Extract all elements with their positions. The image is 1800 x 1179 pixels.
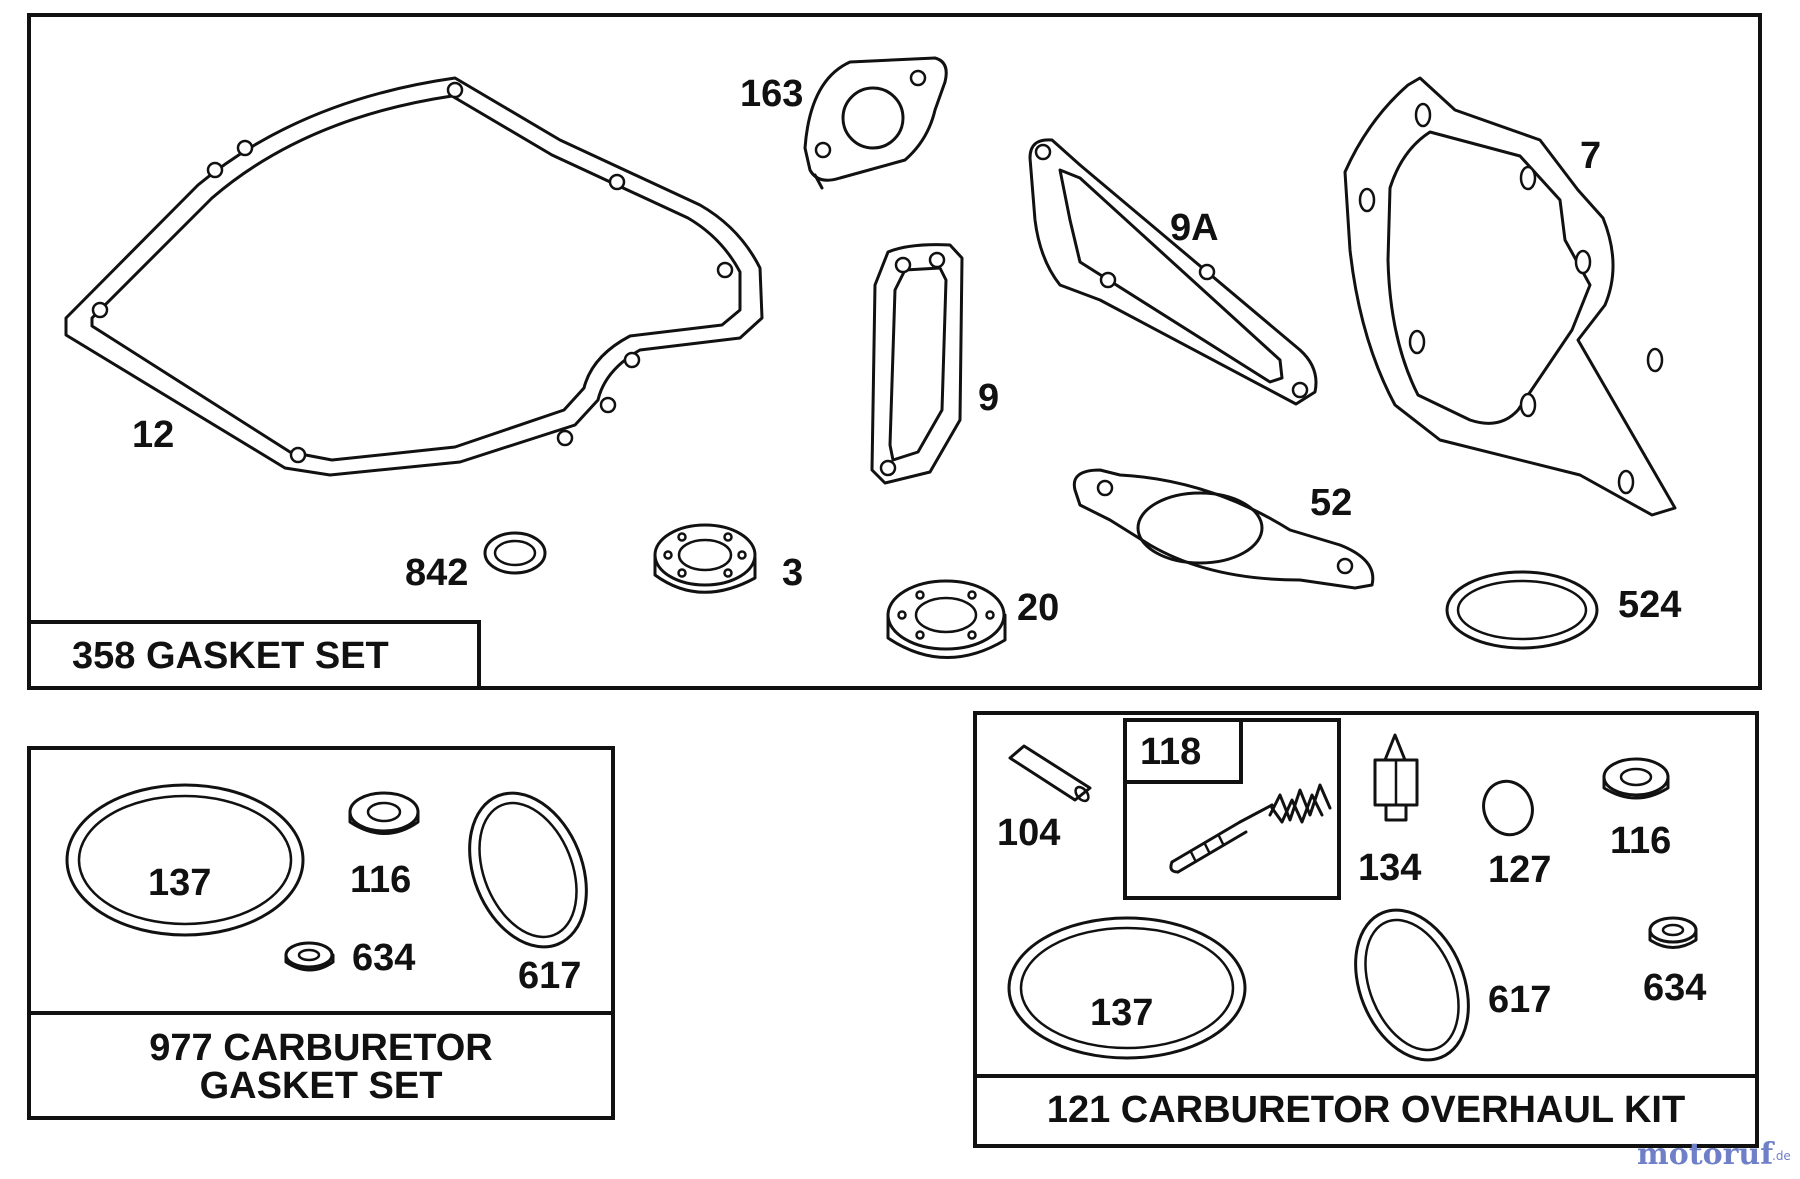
callout-634-b: 634 xyxy=(1643,967,1706,1009)
overhaul-kit-frame xyxy=(973,711,1759,1148)
overhaul-kit-panel: 121 CARBURETOR OVERHAUL KIT 118 104 134 xyxy=(973,711,1759,1148)
gasket-set-title-box xyxy=(27,620,481,690)
needle-seat-118-label-box xyxy=(1123,718,1243,784)
callout-134: 134 xyxy=(1358,847,1421,889)
watermark-logo: motoruf xyxy=(1637,1137,1775,1172)
callout-163: 163 xyxy=(740,73,803,115)
gasket-set-title: 358 GASKET SET xyxy=(72,635,389,677)
callout-137-b: 137 xyxy=(1090,992,1153,1034)
callout-20: 20 xyxy=(1017,587,1059,629)
overhaul-kit-title: 121 CARBURETOR OVERHAUL KIT xyxy=(1047,1089,1685,1131)
gasket-52-part xyxy=(1072,468,1375,590)
gasket-set-frame xyxy=(27,13,1762,690)
spring-and-screw-part xyxy=(1169,783,1332,874)
callout-617-a: 617 xyxy=(518,955,581,997)
callout-7: 7 xyxy=(1580,135,1601,177)
callout-118: 118 xyxy=(1140,731,1201,773)
callout-52: 52 xyxy=(1310,482,1352,524)
callout-116-a: 116 xyxy=(350,859,411,901)
gasket-163-part xyxy=(803,56,948,190)
oring-137-b-part xyxy=(1007,916,1247,1060)
washer-116-b-part xyxy=(1602,757,1670,800)
callout-524: 524 xyxy=(1618,584,1681,626)
watermark-tld: .de xyxy=(1772,1149,1791,1163)
oring-137-part xyxy=(65,783,305,937)
callout-116-b: 116 xyxy=(1610,820,1671,862)
callout-104: 104 xyxy=(997,812,1060,854)
carb-gasket-set-frame xyxy=(27,746,615,1120)
callout-9a: 9A xyxy=(1170,207,1219,249)
washer-634-b-part xyxy=(1648,916,1698,949)
callout-634-a: 634 xyxy=(352,937,415,979)
crankcase-gasket-part xyxy=(64,76,764,477)
callout-137-a: 137 xyxy=(148,862,211,904)
oring-617-part xyxy=(468,791,588,949)
oring-524-part xyxy=(1445,570,1599,650)
callout-127: 127 xyxy=(1488,849,1551,891)
gasket-set-panel: 358 GASKET SET 12 163 xyxy=(27,13,1762,690)
carb-gasket-set-title-line1: 977 CARBURETOR xyxy=(149,1027,492,1069)
callout-3: 3 xyxy=(782,552,803,594)
plug-127-part xyxy=(1482,779,1534,837)
needle-134-part xyxy=(1373,733,1419,822)
oring-617-b-part xyxy=(1354,908,1470,1062)
carb-gasket-set-panel: 977 CARBURETOR GASKET SET 137 116 634 61… xyxy=(27,746,615,1120)
oil-seal-3-part xyxy=(653,523,757,594)
gasket-9-part xyxy=(870,243,964,485)
carb-gasket-set-title-line2: GASKET SET xyxy=(200,1065,443,1107)
pin-104-part xyxy=(1008,744,1092,803)
callout-12: 12 xyxy=(132,414,174,456)
ring-842-part xyxy=(483,531,547,575)
callout-9: 9 xyxy=(978,377,999,419)
head-gasket-7-part xyxy=(1343,76,1677,517)
gasket-9a-part xyxy=(1028,138,1318,406)
washer-634-part xyxy=(284,941,335,972)
washer-116-part xyxy=(348,791,420,835)
callout-842: 842 xyxy=(405,552,468,594)
oil-seal-20-part xyxy=(886,579,1007,659)
callout-617-b: 617 xyxy=(1488,979,1551,1021)
